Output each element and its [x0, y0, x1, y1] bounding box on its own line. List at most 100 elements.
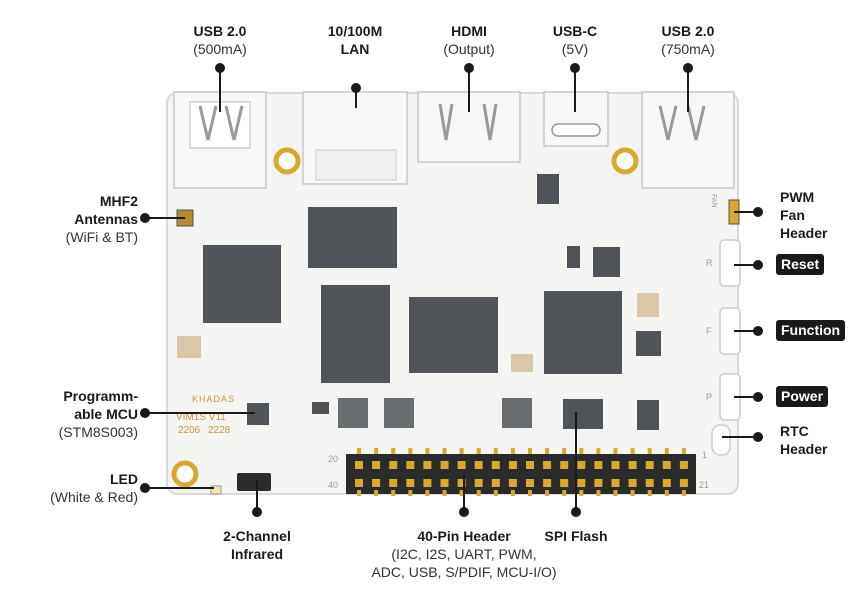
silk-btn-r: R [706, 258, 713, 268]
gpio-pin [628, 461, 637, 469]
silk-model: VIM1S V11 [176, 412, 226, 423]
lan-port [302, 91, 408, 185]
label-antenna-title2: Antennas [74, 211, 138, 227]
gpio-pin [423, 461, 432, 469]
gpio-pin-leg [493, 490, 498, 496]
gpio-pin [474, 479, 483, 487]
label-usbc-sub: (5V) [561, 41, 589, 57]
label-mcu-title2: able MCU [74, 406, 138, 422]
gpio-pin-leg [459, 490, 464, 496]
gpio-pin-leg [647, 490, 652, 496]
gpio-pin [679, 479, 688, 487]
gpio-pin-leg [528, 490, 532, 496]
gpio-pin-leg [391, 490, 396, 496]
gpio-pin [611, 479, 620, 487]
label-hdmi: HDMI (Output) [419, 22, 519, 58]
label-rtc-title: RTC [780, 423, 809, 439]
label-antenna-sub: (WiFi & BT) [65, 229, 138, 245]
silk-fan: FAN [710, 194, 717, 208]
gpio-pin [491, 479, 500, 487]
gpio-pin [440, 479, 449, 487]
gpio-pin-leg [442, 448, 447, 454]
gpio-pin-leg [664, 448, 669, 454]
label-reset: Reset [776, 254, 825, 275]
silk-pin1: 1 [702, 450, 707, 460]
gpio-pin-leg [613, 448, 618, 454]
label-usb-left-sub: (500mA) [193, 41, 247, 57]
small-components [177, 293, 659, 372]
label-rtc-title2: Header [780, 441, 828, 457]
gpio-pin [389, 461, 398, 469]
label-ir-title: 2-Channel [223, 528, 291, 544]
gpio-pin [543, 479, 552, 487]
gpio-pin-leg [681, 490, 686, 496]
label-hdmi-title: HDMI [451, 23, 487, 39]
label-header40-sub2: ADC, USB, S/PDIF, MCU-I/O) [371, 564, 557, 580]
label-usb-right: USB 2.0 (750mA) [638, 22, 738, 58]
gpio-pin-leg [528, 448, 532, 454]
label-lan: 10/100M LAN [305, 22, 405, 58]
label-mcu-title: Programm- [63, 388, 138, 404]
label-header40: 40-Pin Header (I2C, I2S, UART, PWM, ADC,… [354, 527, 574, 581]
gpio-pin-leg [408, 448, 413, 454]
gpio-pin-leg [579, 490, 584, 496]
label-mcu-sub: (STM8S003) [58, 424, 138, 440]
label-pwm-title2: Fan [780, 207, 805, 223]
chips [203, 174, 661, 430]
silk-date2: 2228 [208, 425, 231, 436]
gpio-pin-leg [374, 490, 379, 496]
silk-btn-f: F [706, 326, 712, 336]
gpio-pin-leg [596, 490, 601, 496]
label-ir: 2-Channel Infrared [197, 527, 317, 563]
gpio-pin [628, 479, 637, 487]
gpio-pin [372, 461, 381, 469]
gpio-pin-leg [510, 448, 515, 454]
gpio-pin [594, 461, 603, 469]
gpio-pin [645, 461, 654, 469]
gpio-pin-leg [459, 448, 464, 454]
label-function: Function [776, 320, 846, 341]
gpio-pin [611, 461, 620, 469]
ir-receiver [237, 473, 271, 491]
gpio-pin [355, 461, 363, 469]
label-spi-title: SPI Flash [544, 528, 608, 544]
label-usb-right-sub: (750mA) [661, 41, 715, 57]
label-usbc: USB-C (5V) [525, 22, 625, 58]
gpio-pin [645, 479, 654, 487]
silk-btn-p: P [706, 392, 712, 402]
gpio-pin [508, 479, 517, 487]
gpio-pin-leg [374, 448, 379, 454]
gpio-pin [372, 479, 381, 487]
silk-pin21: 21 [699, 480, 709, 490]
gpio-pin [355, 479, 363, 487]
gpio-pin [423, 479, 432, 487]
gpio-pin-leg [630, 490, 635, 496]
gpio-pin [474, 461, 483, 469]
label-header40-sub: (I2C, I2S, UART, PWM, [391, 546, 537, 562]
gpio-pin [577, 479, 586, 487]
gpio-pin-leg [357, 448, 361, 454]
gpio-pin-leg [630, 448, 635, 454]
label-led: LED (White & Red) [20, 470, 138, 506]
silk-pin20: 20 [328, 454, 338, 464]
label-lan-title2: LAN [340, 41, 370, 57]
label-power: Power [776, 386, 829, 407]
label-spi: SPI Flash [526, 527, 626, 545]
gpio-pin [457, 461, 466, 469]
gpio-pin [508, 461, 517, 469]
gpio-pin-leg [425, 490, 430, 496]
gpio-pin [560, 461, 569, 469]
gpio-pin [577, 461, 586, 469]
label-led-title: LED [110, 471, 138, 487]
gpio-pin-leg [442, 490, 447, 496]
gpio-pin-leg [493, 448, 498, 454]
gpio-pin [526, 461, 534, 469]
gpio-pin-leg [664, 490, 669, 496]
gpio-pin [560, 479, 569, 487]
gpio-pin-leg [681, 448, 686, 454]
gpio-pin-leg [647, 448, 652, 454]
gpio-pin [389, 479, 398, 487]
label-hdmi-sub: (Output) [443, 41, 495, 57]
gpio-pin-leg [562, 490, 567, 496]
label-pwm-title3: Header [780, 225, 828, 241]
